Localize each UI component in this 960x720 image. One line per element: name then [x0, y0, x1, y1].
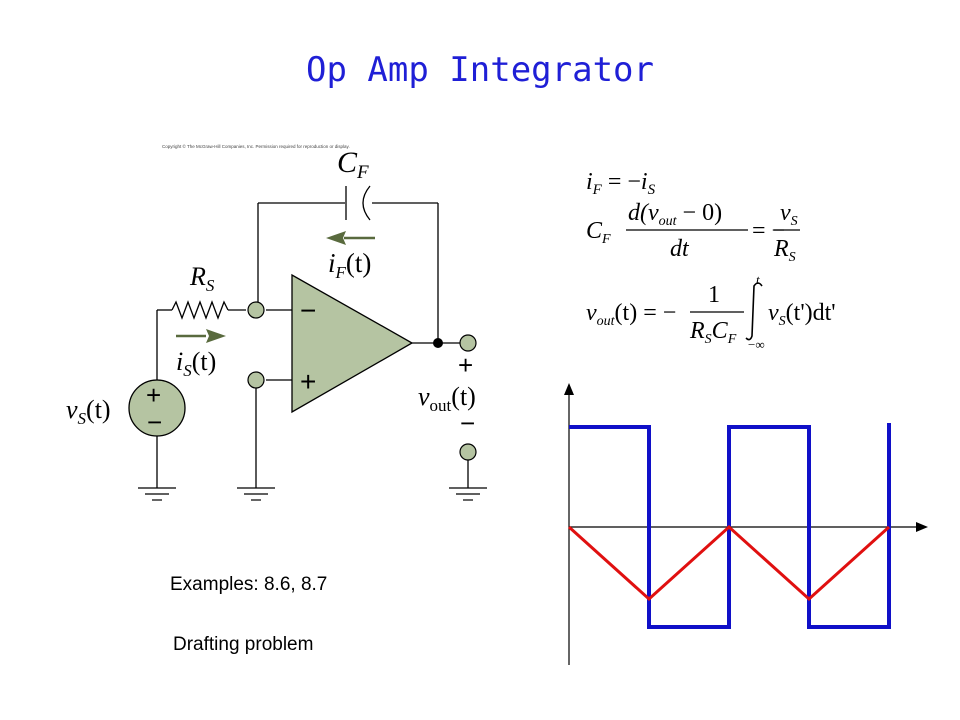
vout-label: vout(t) — [418, 382, 476, 415]
svg-text:vS: vS — [780, 200, 798, 229]
equation-derivative: CF d(vout − 0) dt = − vS RS — [586, 200, 800, 265]
svg-text:CF: CF — [586, 218, 611, 247]
svg-text:vS(t')dt': vS(t')dt' — [768, 300, 836, 329]
source-plus-sign: + — [146, 380, 161, 410]
svg-text:t: t — [756, 272, 760, 287]
svg-text:dt: dt — [670, 236, 690, 262]
equation-integral: vout(t) = − 1 RSCF t −∞ vS(t')dt' — [586, 272, 836, 352]
svg-text:−∞: −∞ — [748, 337, 765, 352]
svg-text:RS: RS — [773, 236, 796, 265]
if-label: iF(t) — [328, 248, 371, 282]
triangle-wave — [567, 524, 891, 602]
opamp-plus-sign: + — [300, 366, 316, 397]
is-label: iS(t) — [176, 347, 216, 380]
opamp-minus-sign: − — [300, 295, 316, 326]
ground-symbol-right — [449, 487, 487, 501]
noninverting-terminal — [247, 371, 265, 389]
vout-minus-sign: − — [460, 408, 475, 438]
output-node-dot — [433, 338, 443, 348]
drafting-caption: Drafting problem — [173, 634, 314, 655]
resistor — [171, 300, 229, 320]
op-amp — [291, 273, 414, 414]
output-return-terminal — [459, 443, 477, 461]
circuit-wires — [156, 202, 469, 488]
voltage-source — [128, 379, 186, 437]
if-arrow — [326, 231, 375, 245]
capacitor — [345, 185, 371, 221]
svg-text:= −: = − — [752, 218, 785, 244]
x-axis-arrowhead — [916, 522, 928, 532]
vout-plus-sign: + — [458, 350, 473, 380]
capacitor-label: CF — [337, 146, 369, 183]
svg-text:1: 1 — [708, 282, 720, 308]
is-arrow — [176, 329, 226, 343]
output-terminal — [459, 334, 477, 352]
equation-current-balance: iF = −iS — [586, 169, 656, 198]
svg-text:vout(t) = −: vout(t) = − — [586, 300, 676, 329]
page-title: Op Amp Integrator — [306, 50, 654, 90]
ground-symbol-left — [138, 487, 176, 501]
vs-label: vS(t) — [66, 395, 111, 428]
inverting-terminal — [247, 301, 265, 319]
copyright-notice: Copyright © The McGraw-Hill Companies, I… — [162, 144, 350, 149]
svg-text:RSCF: RSCF — [689, 318, 737, 347]
waveform-group — [564, 383, 928, 665]
ground-symbol-middle — [237, 487, 275, 501]
y-axis-arrowhead — [564, 383, 574, 395]
source-minus-sign: − — [147, 407, 162, 437]
examples-caption: Examples: 8.6, 8.7 — [170, 574, 328, 595]
svg-text:d(vout − 0): d(vout − 0) — [628, 200, 722, 229]
square-wave — [569, 423, 891, 629]
resistor-label: RS — [189, 262, 215, 295]
